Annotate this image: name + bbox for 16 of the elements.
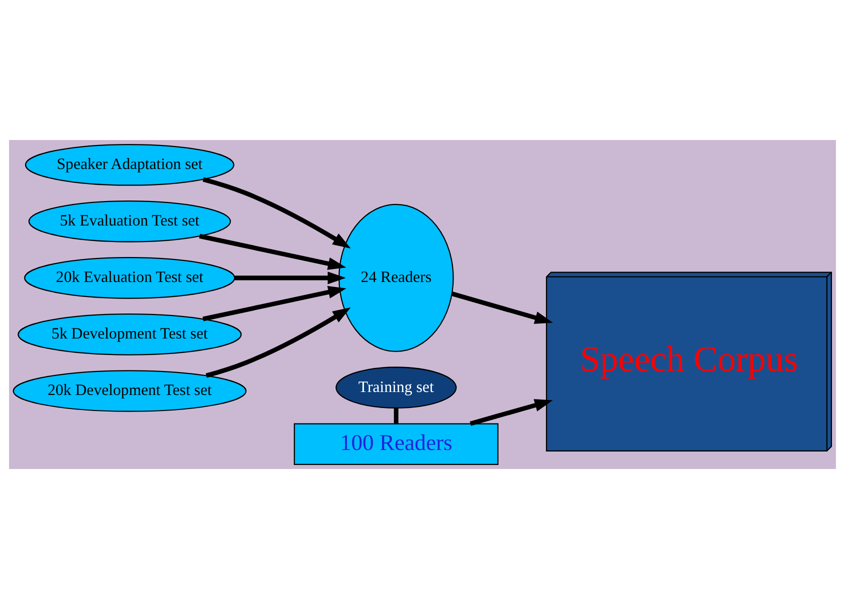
- node-ellipse: 5k Development Test set: [18, 314, 242, 356]
- node-ellipse: Speaker Adaptation set: [25, 144, 234, 186]
- arrow: [451, 292, 553, 324]
- node-ellipse: 24 Readers: [338, 204, 454, 352]
- arrow: [202, 286, 346, 322]
- arrow: [202, 177, 351, 248]
- connector: [394, 408, 398, 424]
- node-ellipse: Training set: [336, 366, 457, 409]
- node-ellipse: 5k Evaluation Test set: [28, 200, 231, 242]
- arrow: [199, 234, 346, 270]
- arrow: [470, 399, 553, 426]
- arrow: [234, 272, 346, 284]
- arrow: [206, 307, 351, 378]
- node-ellipse: 20k Evaluation Test set: [24, 257, 236, 299]
- node-ellipse: 20k Development Test set: [12, 370, 247, 412]
- node-box: 100 Readers: [294, 423, 498, 466]
